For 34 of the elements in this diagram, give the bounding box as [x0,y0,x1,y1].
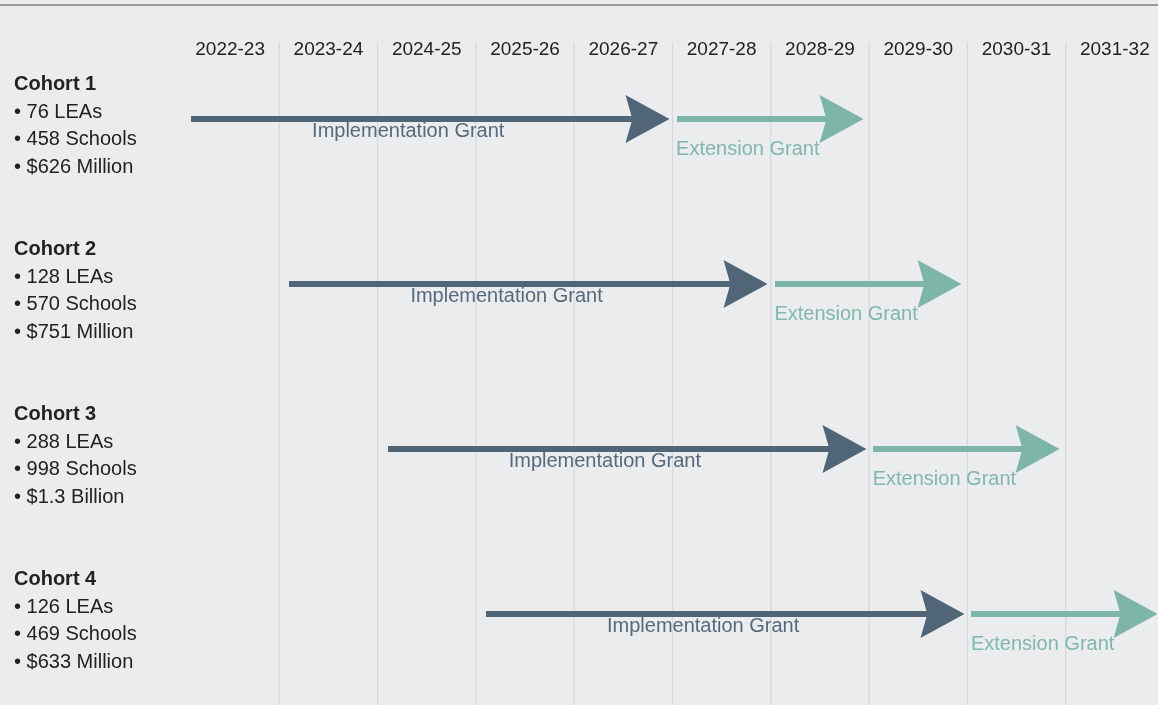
grant-label: Implementation Grant [312,119,505,142]
year-header: 2023-24 [293,38,364,60]
grant-label: Extension Grant [676,137,820,160]
cohort-heading: Cohort 3 [14,402,97,425]
year-header: 2031-32 [1080,38,1150,60]
bullet-item: • 458 Schools [14,127,137,150]
bullet-item: • $1.3 Billion [14,484,125,508]
year-header: 2028-29 [785,38,855,60]
year-header: 2024-25 [391,38,462,60]
year-header: 2026-27 [588,38,659,60]
cohort-heading: Cohort 1 [14,72,97,95]
bullet-item: • 288 LEAs [14,429,114,453]
bullet-item: • 469 Schools [14,622,137,645]
bullet-item: • 570 Schools [14,292,137,315]
bullet-item: • 128 LEAs [14,264,114,288]
grant-label: Implementation Grant [410,284,603,307]
grant-label: Extension Grant [971,632,1115,655]
grant-label: Implementation Grant [508,449,701,472]
bullet-item: • $751 Million [14,319,134,343]
year-header: 2030-31 [981,38,1052,60]
year-header: 2029-30 [883,38,954,60]
grant-label: Extension Grant [774,302,918,325]
year-header: 2025-26 [490,38,560,60]
grant-label: Implementation Grant [607,614,800,637]
bullet-item: • $633 Million [14,649,134,673]
grant-label: Extension Grant [872,467,1017,490]
bullet-item: • 76 LEAs [14,99,103,123]
bullet-item: • $626 Million [14,154,134,178]
bullet-item: • 126 LEAs [14,594,114,618]
year-header: 2027-28 [686,38,757,60]
bullet-item: • 998 Schools [14,457,137,480]
cohort-heading: Cohort 2 [14,237,97,260]
year-header: 2022-23 [195,38,265,60]
cohort-heading: Cohort 4 [14,567,97,590]
